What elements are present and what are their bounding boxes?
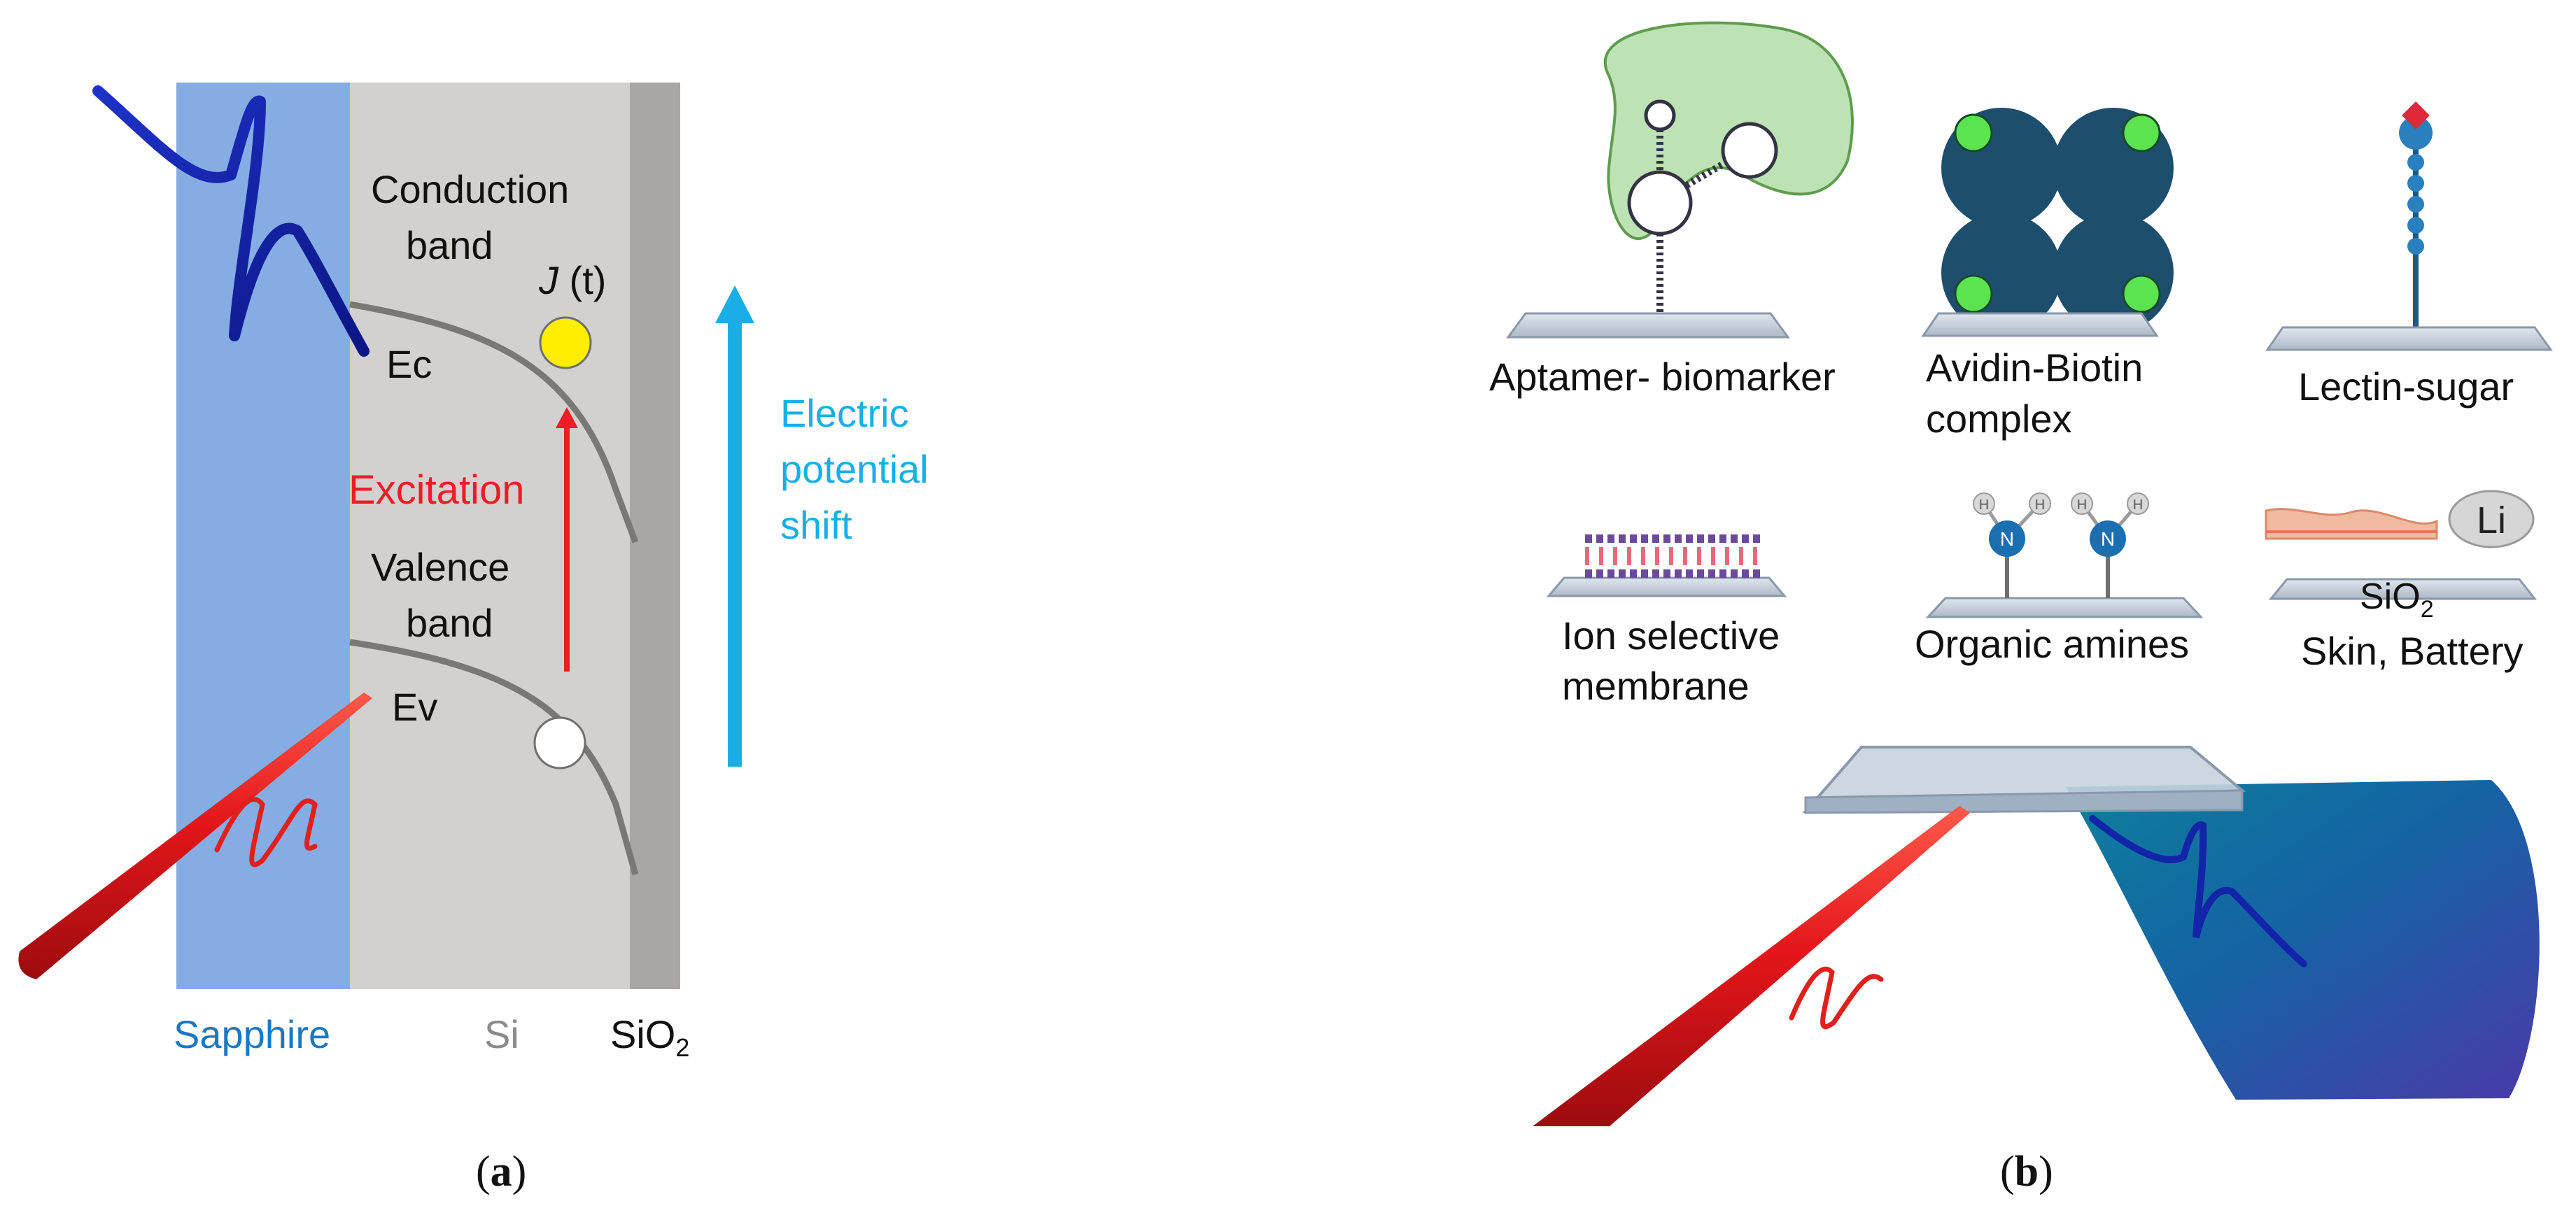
panel-b: Aptamer- biomarker Avidin-Biotin complex	[1489, 21, 2553, 1196]
thz-wave-icon	[92, 85, 369, 357]
potential-shift-arrow	[728, 322, 742, 767]
conduction-band-label-2: band	[406, 223, 493, 267]
organic-amines-label: Organic amines	[1915, 622, 2189, 666]
skin-sio2-label: SiO2	[2360, 576, 2434, 623]
avidin-biotin-icon	[1941, 108, 2174, 333]
laser-pulse-b-icon	[1533, 806, 1970, 1126]
valence-band-label-2: band	[406, 601, 493, 645]
ion-membrane-icon	[1546, 534, 1787, 597]
excitation-arrow-head	[556, 407, 578, 428]
valence-band-label: Valence	[371, 545, 509, 589]
aptamer-label: Aptamer- biomarker	[1489, 355, 1836, 399]
laser-pulse-wave-b-icon	[1789, 966, 1884, 1029]
potential-label-1: Electric	[780, 391, 909, 435]
aptamer-biomarker-icon	[1506, 21, 1854, 339]
skin-battery-icon: Li	[2265, 490, 2538, 600]
silicon-layer	[350, 83, 630, 989]
sapphire-label: Sapphire	[174, 1012, 330, 1056]
organic-amines-icon: H H H H N N	[1925, 492, 2204, 618]
laser-pulse-icon	[18, 693, 373, 979]
sapphire-layer	[176, 83, 350, 989]
ion-membrane-label-1: Ion selective	[1562, 613, 1780, 658]
ec-label: Ec	[386, 342, 432, 386]
thz-wave-b-icon	[2089, 815, 2307, 967]
skin-battery-label: Skin, Battery	[2301, 629, 2523, 673]
sensing-slide-edge	[1804, 789, 2244, 814]
avidin-slide	[1921, 312, 2159, 337]
caption-a: (a)	[476, 1148, 526, 1196]
laser-pulse-wave-icon	[214, 797, 318, 867]
hole-carrier	[533, 716, 586, 769]
svg-text:Li: Li	[2477, 499, 2506, 541]
potential-label-3: shift	[780, 503, 852, 547]
thz-emission-cone	[2066, 780, 2540, 1100]
potential-shift-arrow-head	[715, 285, 754, 323]
avidin-label-1: Avidin-Biotin	[1926, 346, 2143, 390]
electron-carrier	[539, 316, 592, 369]
panel-a: Conduction band Ec J (t) Excitation Vale…	[18, 83, 929, 1196]
svg-text:H: H	[2077, 497, 2087, 513]
conduction-band-label: Conduction	[371, 167, 569, 211]
svg-text:H: H	[2035, 497, 2045, 513]
ev-label: Ev	[392, 685, 437, 729]
svg-text:H: H	[2133, 497, 2143, 513]
lectin-label: Lectin-sugar	[2298, 364, 2514, 409]
svg-text:N: N	[2000, 528, 2014, 550]
avidin-label-2: complex	[1926, 397, 2072, 441]
potential-label-2: potential	[780, 447, 929, 491]
lectin-sugar-icon	[2265, 101, 2553, 351]
excitation-label: Excitation	[349, 467, 524, 513]
caption-b: (b)	[2000, 1148, 2053, 1196]
svg-text:H: H	[1979, 497, 1989, 513]
sio2-label: SiO2	[610, 1012, 689, 1062]
current-label: J (t)	[538, 258, 606, 302]
svg-text:N: N	[2101, 528, 2115, 550]
conduction-band-curve	[349, 301, 639, 544]
sio2-layer	[630, 83, 680, 989]
si-label: Si	[484, 1012, 519, 1056]
ion-membrane-label-2: membrane	[1562, 664, 1750, 708]
valence-band-curve	[349, 639, 639, 876]
